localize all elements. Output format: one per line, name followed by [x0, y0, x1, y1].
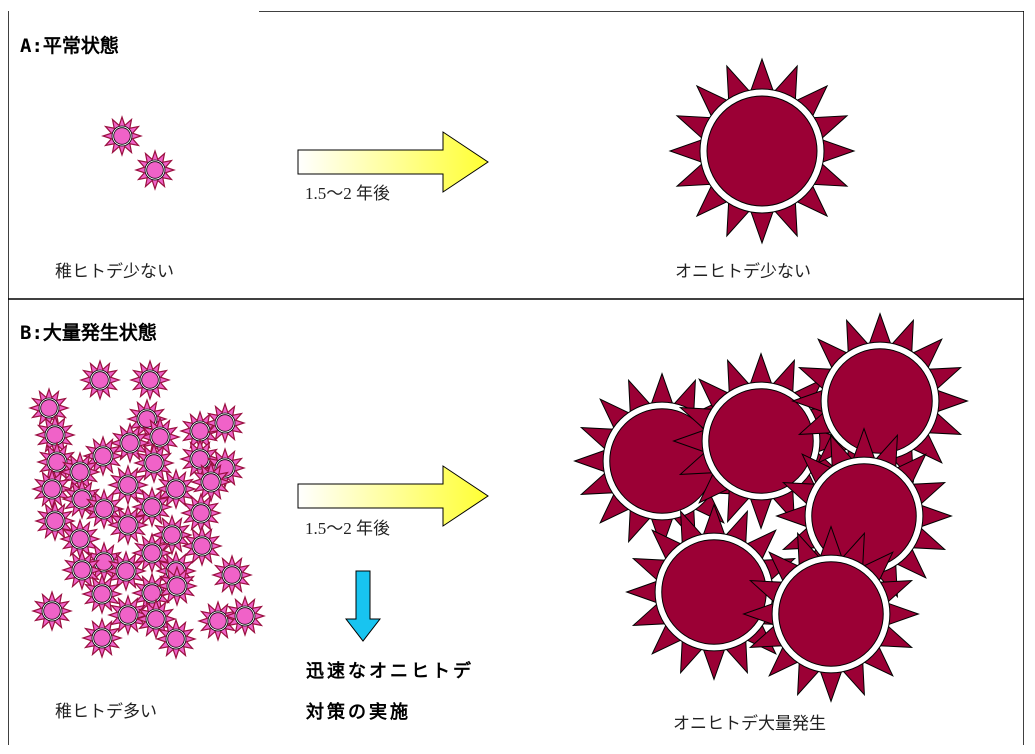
small-pink-starfish-icon — [105, 550, 147, 592]
crown-of-thorns-starfish-icon — [742, 525, 920, 703]
action-line-2: 対策の実施 — [306, 702, 411, 723]
small-pink-starfish-icon — [59, 451, 101, 493]
adult-b-caption: オニヒトデ大量発生 — [673, 714, 826, 733]
small-pink-starfish-icon — [131, 532, 173, 574]
growth-arrow-b — [297, 465, 489, 527]
juvenile-b-caption: 稚ヒトデ多い — [55, 702, 157, 721]
small-pink-starfish-icon — [61, 549, 103, 591]
adult-a-caption: オニヒトデ少ない — [675, 262, 811, 281]
small-pink-starfish-icon — [31, 468, 73, 510]
arrow-a-label: 1.5～2 年後 — [305, 184, 390, 203]
small-pink-starfish-icon — [139, 416, 181, 458]
juvenile-group-b — [28, 359, 266, 660]
action-line-1: 迅速なオニヒトデ — [306, 661, 474, 682]
small-pink-starfish-icon — [107, 594, 149, 636]
small-pink-starfish-icon — [179, 438, 221, 480]
small-pink-starfish-icon — [34, 500, 76, 542]
small-pink-starfish-icon — [135, 598, 177, 640]
small-pink-starfish-icon — [101, 115, 143, 157]
small-pink-starfish-icon — [82, 435, 124, 477]
crown-of-thorns-starfish-icon — [625, 503, 803, 681]
small-pink-starfish-icon — [109, 422, 151, 464]
juvenile-a-caption: 稚ヒトデ少ない — [55, 262, 174, 281]
small-pink-starfish-icon — [156, 565, 198, 607]
crown-of-thorns-starfish-icon — [791, 312, 969, 490]
small-pink-starfish-icon — [59, 518, 101, 560]
small-pink-starfish-icon — [204, 447, 246, 489]
small-pink-starfish-icon — [81, 617, 123, 659]
action-down-arrow — [344, 570, 382, 642]
small-pink-starfish-icon — [34, 414, 76, 456]
small-pink-starfish-icon — [107, 464, 149, 506]
adult-group-a — [668, 57, 856, 245]
crown-of-thorns-starfish-icon — [668, 57, 856, 245]
small-pink-starfish-icon — [134, 149, 176, 191]
small-pink-starfish-icon — [151, 514, 193, 556]
small-pink-starfish-icon — [79, 359, 121, 401]
diagram-frame: A:平常状態 1.5～2 年後 稚ヒトデ少ない オニヒトデ少ない B:大量発生状… — [8, 11, 1024, 745]
small-pink-starfish-icon — [131, 486, 173, 528]
small-pink-starfish-icon — [107, 504, 149, 546]
small-pink-starfish-icon — [61, 478, 103, 520]
small-pink-starfish-icon — [190, 461, 232, 503]
small-pink-starfish-icon — [83, 488, 125, 530]
adult-group-b — [573, 312, 969, 703]
arrow-b-label: 1.5～2 年後 — [305, 519, 390, 538]
small-pink-starfish-icon — [155, 468, 197, 510]
diagram-canvas — [8, 11, 1024, 745]
small-pink-starfish-icon — [81, 573, 123, 615]
section-a-title: A:平常状態 — [20, 35, 119, 57]
small-pink-starfish-icon — [211, 554, 253, 596]
small-pink-starfish-icon — [181, 525, 223, 567]
small-pink-starfish-icon — [133, 442, 175, 484]
small-pink-starfish-icon — [31, 590, 73, 632]
small-pink-starfish-icon — [155, 618, 197, 660]
growth-arrow-a — [297, 131, 489, 193]
frame-borders — [8, 11, 1024, 745]
small-pink-starfish-icon — [129, 359, 171, 401]
juvenile-group-a — [101, 115, 176, 191]
small-pink-starfish-icon — [204, 402, 246, 444]
section-b-title: B:大量発生状態 — [20, 322, 157, 344]
small-pink-starfish-icon — [224, 595, 266, 637]
